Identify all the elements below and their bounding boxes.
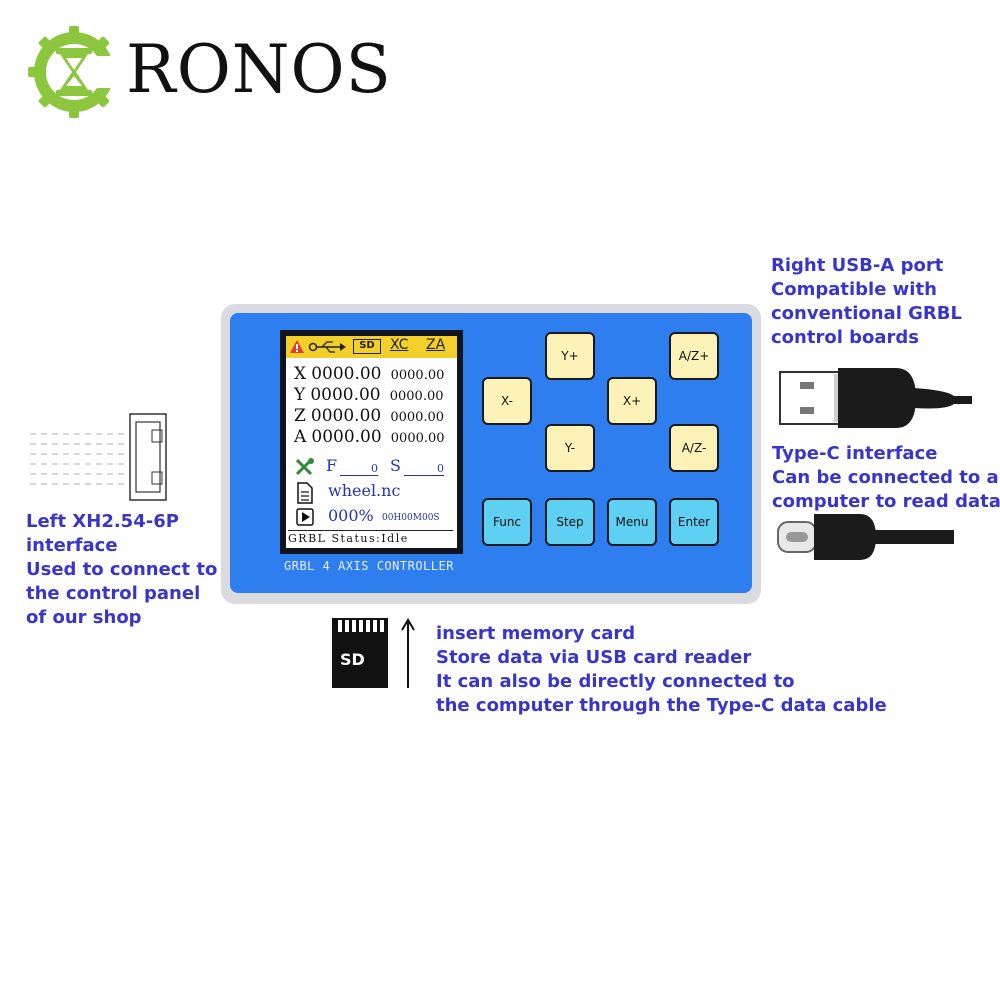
axis-machine-value: 0000.00: [389, 389, 444, 404]
axis-label: A: [294, 427, 307, 447]
axis-label: Y: [294, 385, 306, 405]
axis-work-value: 0000.00: [311, 364, 382, 384]
xh-connector-icon: [30, 413, 167, 501]
cronos-gear-logo-icon: [28, 26, 122, 118]
axis-row-a: A 0000.00 0000.00: [294, 427, 445, 447]
usb-a-note-line: control boards: [771, 327, 920, 348]
xh-note-line: Left XH2.54-6P: [26, 511, 179, 532]
sd-note-line: It can also be directly connected to: [436, 671, 795, 692]
usb-a-cable-icon: [779, 368, 972, 428]
type-c-note: Type-C interface Can be connected to a c…: [772, 442, 1000, 514]
xh-note-line: interface: [26, 535, 118, 556]
usb-a-note-line: conventional GRBL: [771, 303, 962, 324]
feed-label: F: [326, 456, 338, 475]
menu-button[interactable]: Menu: [607, 498, 657, 546]
type-c-note-line: Can be connected to a: [772, 467, 999, 488]
type-c-cable-icon: [777, 514, 954, 560]
az-plus-button[interactable]: A/Z+: [669, 332, 719, 380]
usb-icon: [308, 341, 346, 353]
usb-a-note-line: Compatible with: [771, 279, 937, 300]
func-button[interactable]: Func: [482, 498, 532, 546]
warning-icon: [290, 340, 304, 353]
axis-work-value: 0000.00: [311, 427, 382, 447]
progress-percent: 000%: [328, 506, 374, 525]
y-minus-button[interactable]: Y-: [545, 424, 595, 472]
controller-label: GRBL 4 AXIS CONTROLLER: [284, 559, 454, 573]
feed-value: 0: [340, 462, 378, 476]
axis-label: X: [294, 364, 307, 384]
x-plus-button[interactable]: X+: [607, 377, 657, 425]
grbl-status: GRBL Status:Idle: [288, 530, 453, 545]
elapsed-time: 00H00M00S: [382, 513, 440, 523]
spindle-value: 0: [404, 462, 444, 476]
sd-note: insert memory card Store data via USB ca…: [436, 622, 887, 718]
axis-work-value: 0000.00: [310, 385, 381, 405]
sd-note-line: insert memory card: [436, 623, 636, 644]
sd-note-line: Store data via USB card reader: [436, 647, 752, 668]
play-icon: [296, 508, 314, 526]
axis-row-z: Z 0000.00 0000.00: [294, 406, 444, 426]
xh-note-line: of our shop: [26, 607, 142, 628]
type-c-note-line: computer to read data: [772, 491, 1000, 512]
usb-a-note-line: Right USB-A port: [771, 255, 944, 276]
sd-card-icon: [332, 618, 415, 688]
lcd-screen: SD XC ZA X 0000.00 0000.00 Y 0000.00 000…: [286, 336, 457, 548]
axis-row-x: X 0000.00 0000.00: [294, 364, 444, 384]
usb-a-note: Right USB-A port Compatible with convent…: [771, 254, 962, 350]
axis-label: Z: [294, 406, 306, 426]
y-plus-button[interactable]: Y+: [545, 332, 595, 380]
axis-work-value: 0000.00: [310, 406, 382, 426]
za-icon: ZA: [426, 337, 446, 353]
axis-machine-value: 0000.00: [390, 431, 445, 446]
file-name: wheel.nc: [328, 481, 401, 500]
axis-machine-value: 0000.00: [390, 368, 445, 383]
file-icon: [297, 482, 313, 504]
tools-icon: [295, 458, 314, 476]
xc-icon: XC: [390, 337, 409, 353]
x-minus-button[interactable]: X-: [482, 377, 532, 425]
sd-card-label: SD: [340, 650, 365, 669]
axis-row-y: Y 0000.00 0000.00: [294, 385, 444, 405]
az-minus-button[interactable]: A/Z-: [669, 424, 719, 472]
xh-note-line: Used to connect to: [26, 559, 218, 580]
sd-icon: SD: [353, 339, 381, 354]
spindle-label: S: [390, 456, 401, 475]
logo-text: RONOS: [126, 31, 392, 108]
xh-note: Left XH2.54-6P interface Used to connect…: [26, 510, 217, 630]
enter-button[interactable]: Enter: [669, 498, 719, 546]
sd-note-line: the computer through the Type-C data cab…: [436, 695, 887, 716]
xh-note-line: the control panel: [26, 583, 201, 604]
step-button[interactable]: Step: [545, 498, 595, 546]
type-c-note-line: Type-C interface: [772, 443, 938, 464]
axis-machine-value: 0000.00: [390, 410, 445, 425]
